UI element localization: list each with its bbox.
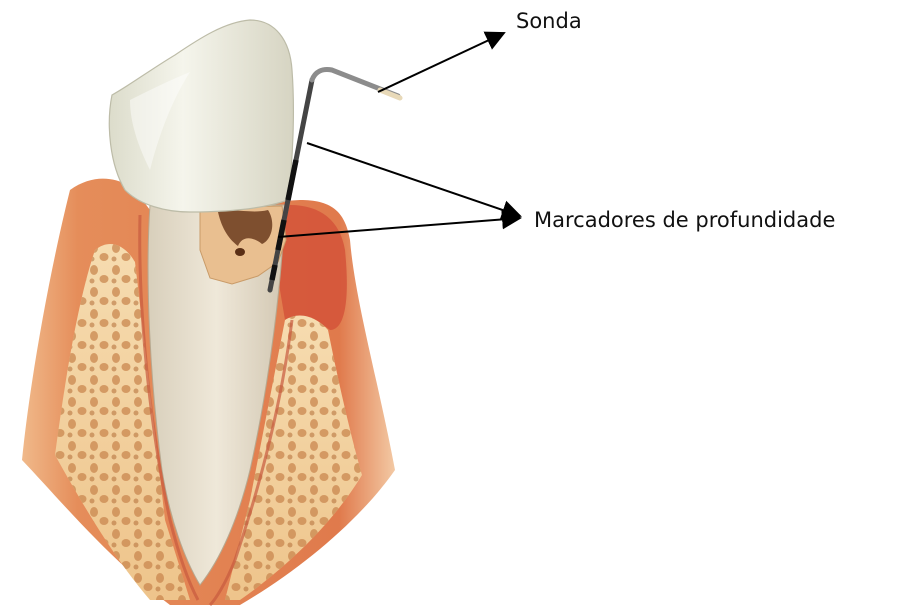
arrow-probe bbox=[378, 33, 504, 92]
arrow-marker-upper bbox=[307, 143, 520, 216]
label-probe: Sonda bbox=[516, 9, 582, 33]
decay-dot bbox=[235, 248, 245, 256]
label-depth-markers: Marcadores de profundidade bbox=[534, 208, 835, 232]
